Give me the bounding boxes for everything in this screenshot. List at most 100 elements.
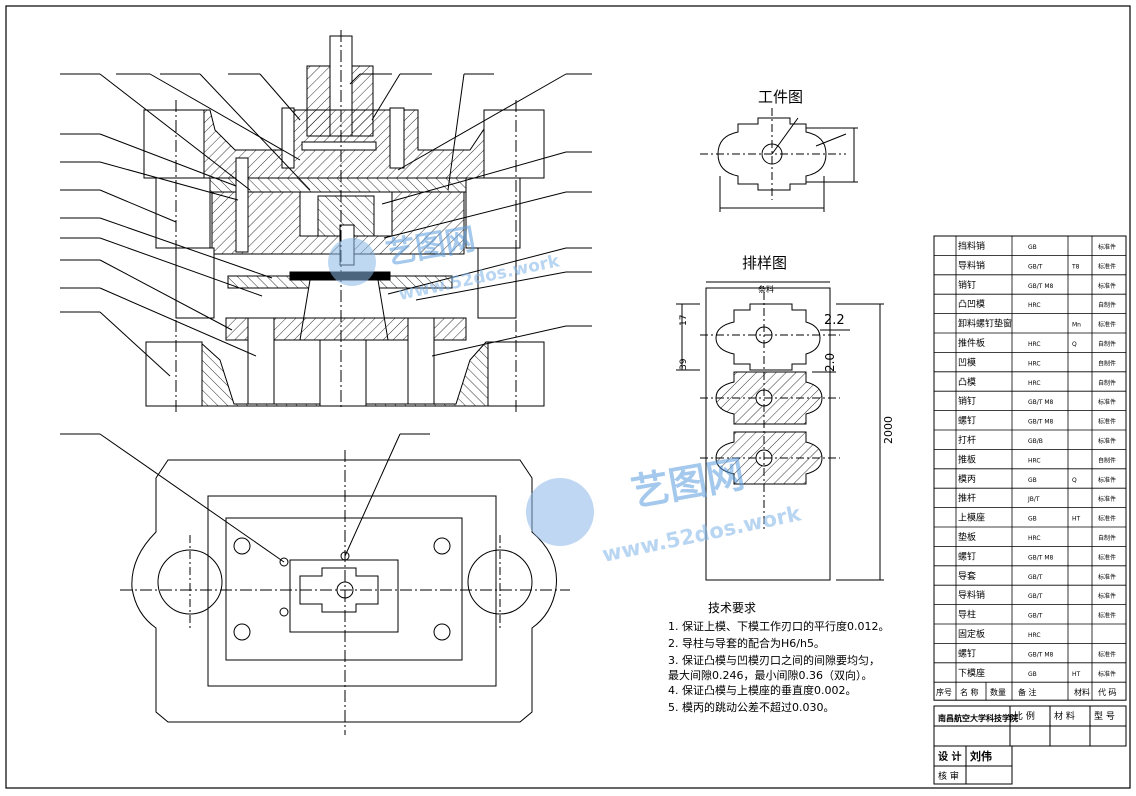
bom-note: 自制件 bbox=[1098, 359, 1116, 367]
bom-name: 凸模 bbox=[958, 377, 976, 388]
bom-note: 自制件 bbox=[1098, 379, 1116, 387]
bom-name: 下模座 bbox=[958, 667, 985, 679]
bom-note: 自制件 bbox=[1098, 301, 1116, 309]
bom-name: 垫板 bbox=[958, 531, 976, 543]
bom-name: 螺钉 bbox=[958, 416, 976, 427]
dim-top: 条料 bbox=[758, 284, 774, 294]
bom-note: 标准件 bbox=[1098, 553, 1116, 561]
layout-title: 排样图 bbox=[742, 254, 787, 272]
dim-d3: 17 bbox=[679, 315, 689, 326]
bom-name: 导柱 bbox=[958, 609, 976, 621]
bom-note: 标准件 bbox=[1098, 573, 1116, 581]
bom-row: 下模座 GB HT 标准件 bbox=[934, 667, 1126, 683]
bom-note: 自制件 bbox=[1098, 340, 1116, 348]
bom-std: HRC bbox=[1028, 341, 1041, 348]
bom-name: 凹模 bbox=[958, 357, 976, 368]
plan-view bbox=[60, 433, 570, 735]
design-label: 设 计 bbox=[938, 750, 961, 763]
bom-name: 销钉 bbox=[958, 395, 976, 407]
scale-label: 比 例 bbox=[1014, 710, 1035, 722]
bom-name: 销钉 bbox=[958, 279, 976, 291]
tech-heading: 技术要求 bbox=[708, 601, 756, 615]
section-view bbox=[60, 30, 592, 412]
bom-name: 凸凹模 bbox=[958, 299, 985, 310]
bom-name: 螺钉 bbox=[958, 551, 976, 562]
bom-std: GB bbox=[1028, 477, 1037, 484]
model-label: 型 号 bbox=[1094, 711, 1115, 722]
bom-note: 标准件 bbox=[1098, 476, 1116, 484]
bom-name: 挡料销 bbox=[958, 240, 985, 252]
bom-material: Q bbox=[1072, 477, 1077, 484]
bom-std: GB bbox=[1028, 516, 1037, 523]
bom-name: 模丙 bbox=[958, 474, 976, 485]
bom-note: 自制件 bbox=[1098, 534, 1116, 542]
bom-std: GB/T M8 bbox=[1028, 554, 1054, 561]
bom-name: 推板 bbox=[958, 453, 976, 465]
bom-std: GB bbox=[1028, 244, 1037, 251]
bom-name: 导料销 bbox=[958, 589, 985, 601]
bom-std: HRC bbox=[1028, 535, 1041, 542]
bom-row: 垫板 HRC 自制件 bbox=[934, 531, 1126, 547]
bom-note: 标准件 bbox=[1098, 495, 1116, 503]
tech-item-5: 4. 保证凸模与上模座的垂直度0.002。 bbox=[668, 683, 856, 697]
bom-row: 推板 HRC 自制件 bbox=[934, 453, 1126, 470]
bom-header-1: 名 称 bbox=[960, 687, 979, 697]
bom-std: HRC bbox=[1028, 302, 1041, 309]
bom-note: 标准件 bbox=[1098, 262, 1116, 270]
designer-name: 刘伟 bbox=[970, 749, 992, 763]
bom-material: HT bbox=[1072, 671, 1081, 678]
bom-header-5: 代 码 bbox=[1098, 687, 1117, 697]
dim-d4: 39 bbox=[679, 358, 689, 370]
bom-note: 标准件 bbox=[1098, 612, 1116, 620]
bom-std: GB bbox=[1028, 671, 1037, 678]
bom-row: 导料销 GB/T T8 标准件 bbox=[934, 259, 1126, 276]
workpiece-drawing bbox=[700, 108, 858, 212]
bom-note: 标准件 bbox=[1098, 670, 1116, 678]
tech-item-4: 最大间隙0.246，最小间隙0.36（双向）。 bbox=[668, 668, 872, 682]
bom-row: 固定板 HRC bbox=[934, 628, 1126, 644]
tech-item-1: 1. 保证上模、下模工作刃口的平行度0.012。 bbox=[668, 619, 889, 633]
bom-note: 标准件 bbox=[1098, 650, 1116, 658]
tech-item-6: 5. 模丙的跳动公差不超过0.030。 bbox=[668, 700, 834, 714]
bom-header-3: 备 注 bbox=[1018, 687, 1037, 697]
bom-note: 标准件 bbox=[1098, 418, 1116, 426]
bom-std: HRC bbox=[1028, 457, 1041, 464]
bom-name: 推件板 bbox=[958, 337, 985, 349]
bom-row: 凸模 HRC 自制件 bbox=[934, 377, 1126, 392]
bom-std: GB/T bbox=[1028, 613, 1043, 620]
bom-std: GB/T bbox=[1028, 263, 1043, 270]
bom-std: GB/T M8 bbox=[1028, 651, 1054, 658]
bom-name: 导套 bbox=[958, 570, 976, 582]
bom-material: Mn bbox=[1072, 322, 1081, 329]
bom-name: 推杆 bbox=[958, 492, 976, 504]
bom-material: T8 bbox=[1071, 263, 1080, 270]
bom-name: 导料销 bbox=[958, 259, 985, 271]
dim-d1: 2.2 bbox=[824, 313, 845, 328]
bom-note: 标准件 bbox=[1098, 515, 1116, 523]
tech-item-2: 2. 导柱与导套的配合为H6/h5。 bbox=[668, 636, 825, 650]
bom-note: 标准件 bbox=[1098, 592, 1116, 600]
bom-std: HRC bbox=[1028, 380, 1041, 387]
bom-name: 固定板 bbox=[958, 628, 985, 640]
bom-std: HRC bbox=[1028, 632, 1041, 639]
bom-note: 自制件 bbox=[1098, 456, 1116, 464]
bom-std: JB/T bbox=[1027, 496, 1040, 503]
drawing-border bbox=[5, 5, 1131, 789]
material-label: 材 料 bbox=[1054, 710, 1075, 722]
workpiece-title: 工件图 bbox=[758, 88, 803, 106]
bom-note: 标准件 bbox=[1098, 398, 1116, 406]
review-label: 核 审 bbox=[938, 770, 959, 782]
school-name: 南昌航空大学科技学院 bbox=[938, 713, 1018, 723]
bom-note: 标准件 bbox=[1098, 437, 1116, 445]
dim-total: 2000 bbox=[882, 416, 895, 444]
